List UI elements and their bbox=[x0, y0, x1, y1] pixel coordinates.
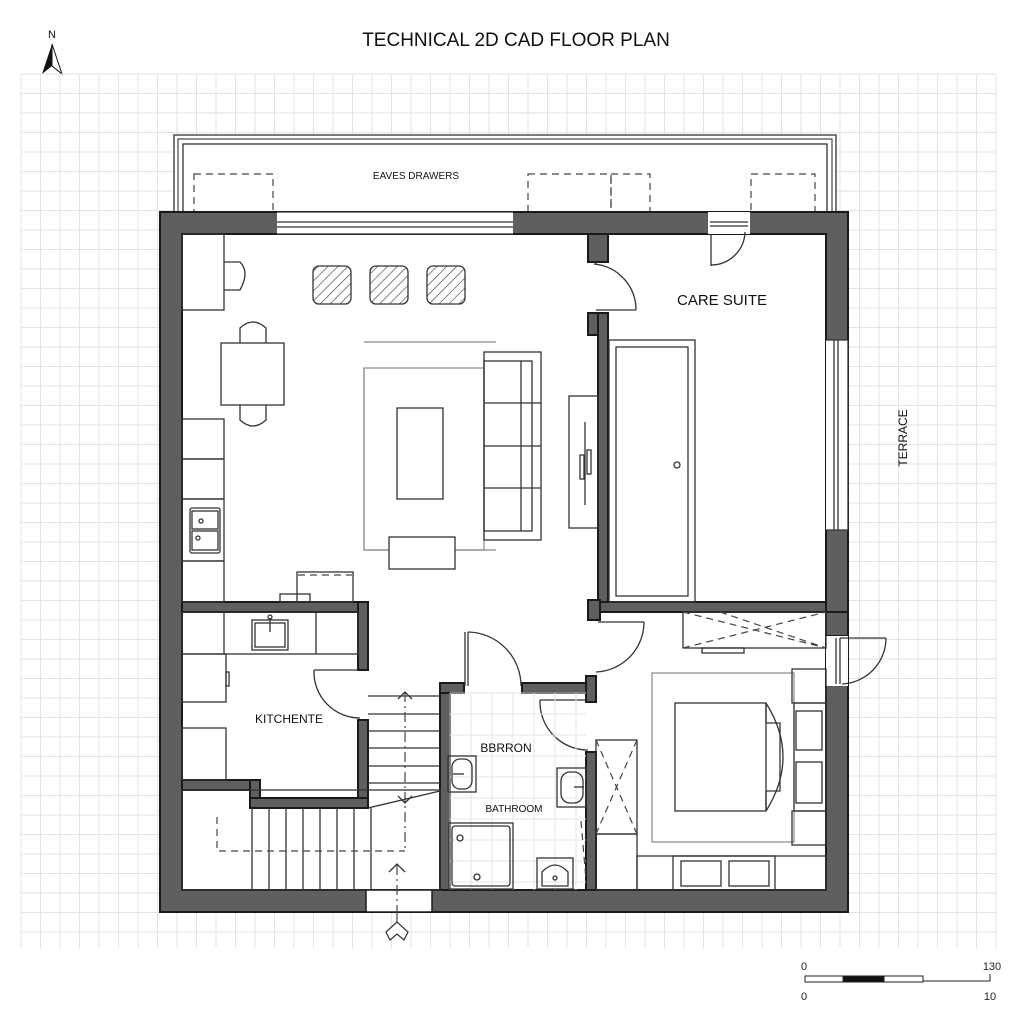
washbasin-icon bbox=[556, 767, 587, 808]
washbasin-icon bbox=[447, 755, 477, 793]
kitchenette: KITCHENTE bbox=[181, 611, 359, 781]
toilet-icon bbox=[536, 857, 574, 890]
room-label-kitchenette: KITCHENTE bbox=[255, 712, 323, 726]
dining-chair bbox=[239, 405, 267, 427]
scale-label-top-left: 0 bbox=[801, 961, 807, 973]
stair-flight-lower bbox=[181, 789, 441, 912]
kitchen-counter bbox=[181, 560, 225, 603]
room-label-care-suite: CARE SUITE bbox=[677, 292, 767, 309]
kitchenette-door[interactable] bbox=[313, 669, 361, 719]
armchair bbox=[369, 265, 409, 305]
north-window bbox=[277, 211, 513, 235]
doors bbox=[313, 262, 645, 751]
eaves-drawers: EAVES DRAWERS bbox=[173, 134, 837, 216]
kitchenette-sink-icon bbox=[251, 614, 289, 651]
sink-icon bbox=[189, 507, 221, 554]
north-arrow-icon bbox=[42, 43, 64, 76]
north-label: N bbox=[48, 29, 56, 41]
scale-label-bottom-left: 0 bbox=[801, 991, 807, 1003]
east-window bbox=[826, 339, 849, 531]
armchair bbox=[312, 265, 352, 305]
north-arrow: N bbox=[42, 29, 64, 76]
dining-chair bbox=[239, 321, 267, 343]
coffee-table bbox=[396, 407, 444, 500]
media-unit bbox=[568, 395, 599, 529]
bedroom-hall-door[interactable] bbox=[595, 621, 645, 673]
care-suite: CARE SUITE bbox=[608, 292, 767, 603]
bed-control-icon bbox=[673, 461, 681, 469]
scale-bar: 0 130 0 10 bbox=[801, 961, 1001, 1003]
scale-label-bottom-right: 10 bbox=[984, 991, 996, 1003]
desk bbox=[296, 571, 354, 603]
entrance-arrow-icon bbox=[385, 912, 409, 941]
stove bbox=[181, 727, 227, 781]
care-suite-door[interactable] bbox=[593, 262, 637, 311]
headboard-unit bbox=[793, 702, 827, 812]
stair-flight-upper bbox=[367, 691, 441, 850]
entrance-opening[interactable] bbox=[365, 889, 433, 913]
room-label-terrace: TERRACE bbox=[896, 409, 910, 466]
page-title: TECHNICAL 2D CAD FLOOR PLAN bbox=[362, 30, 670, 51]
stairs bbox=[181, 691, 441, 912]
kitchen-counter bbox=[181, 611, 359, 655]
room-label-bathroom: BATHROOM bbox=[485, 804, 542, 815]
stair-up-arrow-icon bbox=[388, 863, 406, 873]
care-suite-north-door[interactable] bbox=[708, 212, 750, 266]
bedroom bbox=[595, 611, 827, 891]
wardrobe bbox=[682, 611, 827, 654]
living-room bbox=[181, 233, 599, 603]
ottoman bbox=[388, 536, 456, 570]
room-label-bedroom: BBRRON bbox=[480, 741, 531, 755]
stool bbox=[224, 261, 246, 291]
care-bed bbox=[608, 339, 696, 603]
room-label-eaves: EAVES DRAWERS bbox=[373, 171, 459, 182]
counter bbox=[181, 233, 225, 311]
dining-table bbox=[220, 342, 285, 406]
bed bbox=[674, 702, 767, 812]
scale-label-top-right: 130 bbox=[983, 961, 1001, 973]
shower-tray-icon bbox=[448, 822, 514, 890]
terrace-door[interactable] bbox=[826, 636, 887, 686]
bathroom-door[interactable] bbox=[464, 631, 522, 687]
armchair bbox=[426, 265, 466, 305]
chair bbox=[279, 593, 311, 603]
bathroom: BBRRON BATHROOM bbox=[447, 692, 587, 890]
